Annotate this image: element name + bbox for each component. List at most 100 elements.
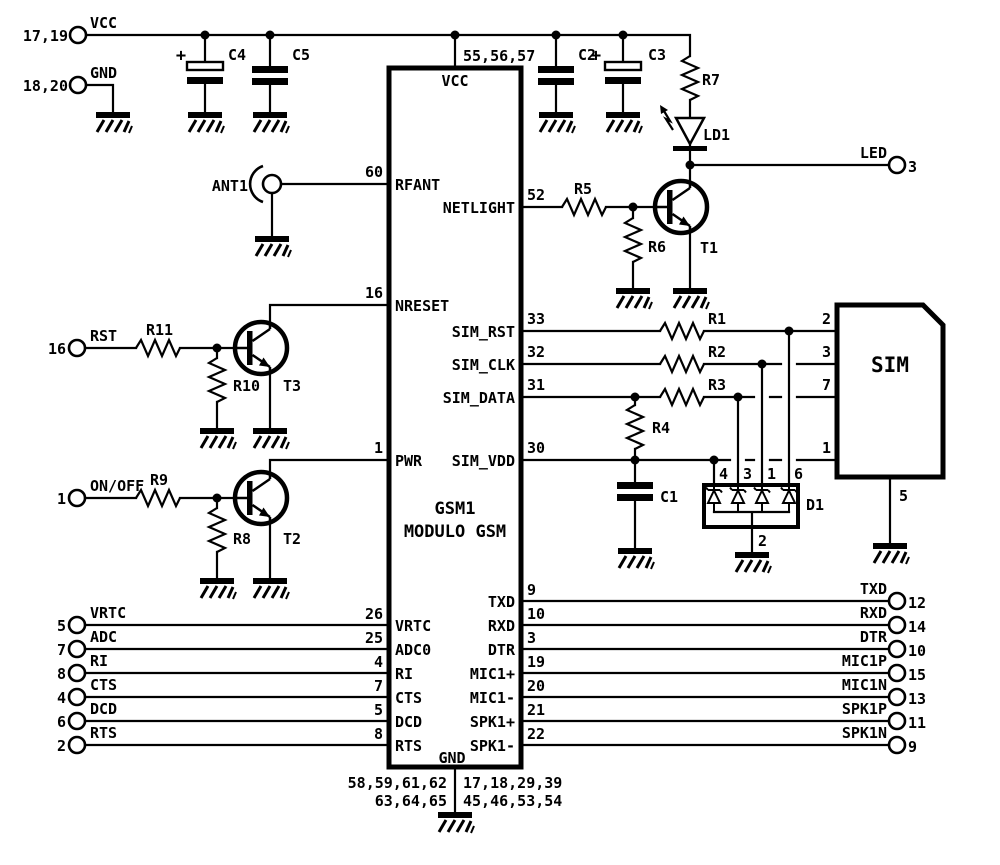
- terminal-rst-num: 16: [48, 340, 66, 358]
- ic-pin-sim-data-num: 31: [527, 376, 545, 394]
- terminal-mic1n-num: 13: [908, 690, 926, 708]
- terminal-dtr-num: 10: [908, 642, 926, 660]
- label-c4: C4: [228, 46, 246, 64]
- d1-pin1-num: 1: [767, 465, 776, 483]
- capacitor-c1-plate1: [617, 482, 653, 489]
- terminal-dcd-label: DCD: [90, 700, 117, 718]
- antenna-ant1: ANT1: [212, 164, 283, 204]
- terminal-mic1p: [887, 663, 907, 683]
- terminal-vrtc: [67, 615, 87, 635]
- sim-outline: [834, 302, 946, 480]
- resistor-r7: [680, 54, 700, 102]
- terminal-rst: [67, 338, 87, 358]
- ic-pin-mic1p: MIC1+: [470, 665, 515, 683]
- ic-pin-mic1n-num: 20: [527, 677, 545, 695]
- label-r4: R4: [652, 419, 670, 437]
- d1-common-rail: [712, 510, 791, 529]
- label-r1: R1: [708, 310, 726, 328]
- ic-pin-netlight-num: 52: [527, 186, 545, 204]
- ic-gnd-nums-3: 17,18,29,39: [463, 774, 562, 792]
- ic-name: MODULO GSM: [404, 522, 506, 542]
- ic-pin-vrtc: VRTC: [395, 617, 431, 635]
- terminal-onoff: [67, 488, 87, 508]
- label-ld1: LD1: [703, 126, 730, 144]
- capacitor-c4-plate: [187, 77, 223, 84]
- terminal-rts-num: 2: [57, 737, 66, 755]
- terminal-onoff-num: 1: [57, 490, 66, 508]
- ic-pin-spk1p: SPK1+: [470, 713, 515, 731]
- terminal-dtr: [887, 639, 907, 659]
- sim-pin1-num: 1: [822, 439, 831, 457]
- capacitor-c3-plate: [605, 77, 641, 84]
- label-ant1: ANT1: [212, 177, 248, 195]
- label-r9: R9: [150, 471, 168, 489]
- ic-pin-netlight: NETLIGHT: [443, 199, 515, 217]
- resistor-r2: [658, 354, 706, 374]
- resistor-r5: [560, 197, 608, 217]
- ic-pin-ri-num: 4: [374, 653, 383, 671]
- ic-box: [386, 65, 524, 770]
- junction-dots: [200, 30, 794, 503]
- ic-pin-adc0: ADC0: [395, 641, 431, 659]
- led-triangle: [673, 116, 707, 147]
- sim-clk-wire: [519, 362, 839, 487]
- terminal-spk1n-label: SPK1N: [842, 724, 887, 742]
- ic-pin-rts: RTS: [395, 737, 422, 755]
- led-light-arrowhead: [660, 105, 668, 114]
- ic-ref: GSM1: [435, 499, 476, 519]
- label-r8: R8: [233, 530, 251, 548]
- terminal-vcc-num: 17,19: [23, 27, 68, 45]
- ic-pin-sim-vdd-num: 30: [527, 439, 545, 457]
- ic-gnd-nums-4: 45,46,53,54: [463, 792, 562, 810]
- sim-card: SIM 2 3 7 1 5: [822, 302, 946, 505]
- terminal-adc-label: ADC: [90, 628, 117, 646]
- pwr-circuit-wires: [83, 458, 391, 580]
- led-ld1: LD1: [660, 105, 730, 151]
- terminal-mic1n-label: MIC1N: [842, 676, 887, 694]
- capacitor-c5-plate1: [252, 66, 288, 73]
- sim-vdd-wire: [519, 458, 839, 487]
- left-io-wires: [83, 623, 391, 747]
- resistors: R11 R9 R5 R1 R2 R3 R7 R6 R10 R8 R4: [134, 54, 726, 554]
- resistor-r4: [625, 403, 645, 451]
- terminal-led-label: LED: [860, 144, 887, 162]
- ic-pin-pwr-num: 1: [374, 439, 383, 457]
- ic-pin-dcd: DCD: [395, 713, 422, 731]
- terminal-ri-label: RI: [90, 652, 108, 670]
- terminal-spk1p: [887, 711, 907, 731]
- terminal-dcd-num: 6: [57, 713, 66, 731]
- capacitor-c2-plate1: [538, 66, 574, 73]
- terminal-dtr-label: DTR: [860, 628, 888, 646]
- label-c3: C3: [648, 46, 666, 64]
- transistors: T1 T3 T2: [235, 181, 718, 548]
- terminal-rxd-num: 14: [908, 618, 926, 636]
- ic-pin-cts-num: 7: [374, 677, 383, 695]
- terminal-led: [887, 155, 907, 175]
- resistor-r11: [134, 338, 182, 358]
- ic-pin-dtr: DTR: [488, 641, 516, 659]
- ic-pin-spk1n-num: 22: [527, 725, 545, 743]
- terminal-cts-label: CTS: [90, 676, 117, 694]
- terminal-dcd: [67, 711, 87, 731]
- right-io-wires: [519, 599, 891, 747]
- gnd-terminal-wire: [84, 83, 115, 114]
- capacitor-c1-plate2: [617, 494, 653, 501]
- capacitor-legs: [203, 33, 625, 114]
- terminal-rxd-label: RXD: [860, 604, 887, 622]
- ic-pin-rfant-num: 60: [365, 163, 383, 181]
- ic-pin-dcd-num: 5: [374, 701, 383, 719]
- ic-pin-spk1n: SPK1-: [470, 737, 515, 755]
- terminal-rts: [67, 735, 87, 755]
- capacitor-c3-plus-plate: [603, 60, 643, 72]
- sim-label: SIM: [871, 353, 909, 377]
- ic-pin-cts: CTS: [395, 689, 422, 707]
- ic-pin-sim-rst-num: 33: [527, 310, 545, 328]
- terminal-txd-label: TXD: [860, 580, 887, 598]
- ic-pin-txd-num: 9: [527, 581, 536, 599]
- terminal-cts-num: 4: [57, 689, 66, 707]
- c4-plus-sign: +: [176, 46, 186, 66]
- led-cathode-bar: [673, 146, 707, 151]
- ic-pin-rxd-num: 10: [527, 605, 545, 623]
- terminal-spk1n-num: 9: [908, 738, 917, 756]
